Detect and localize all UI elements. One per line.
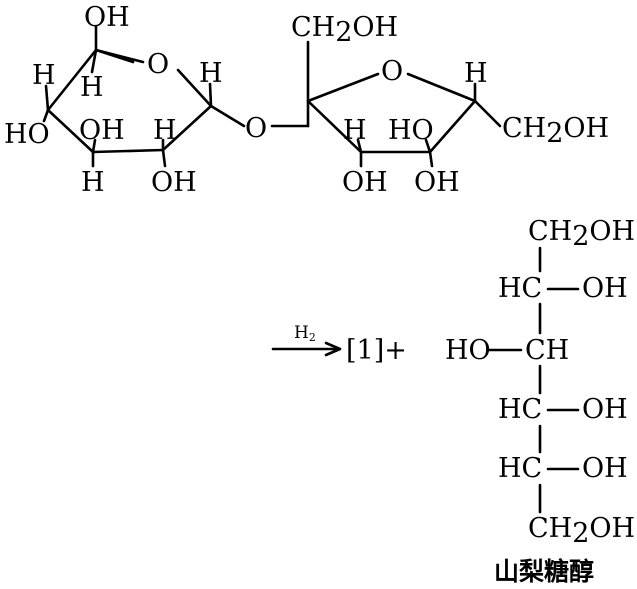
bond-c3-c2 [306,99,363,154]
bridge-o-label: O [245,113,267,144]
bond-c4-oh-up [424,138,432,154]
fructose-c4-oh-label: OH [414,167,460,198]
bond-c2-oh [42,108,50,123]
fructose-c4-ho-label: HO [388,115,434,146]
bond-c3-c2 [46,108,95,154]
glucose-c4-oh-label: OH [151,167,197,198]
bond-o-c5 [176,68,213,108]
sorbitol-c1-label: CH2OH [528,216,635,252]
glucose-ring-o-label: O [147,49,169,80]
glucose-c4-h-label: H [153,115,177,146]
bond-c2-ring-o [306,72,380,103]
bond-c5-h [208,82,213,108]
fructose-c3-oh-label: OH [342,167,388,198]
glucose-ring: OH O H H H HO OH H H OH [4,2,246,198]
sorbitol-c4-oh-label: OH [582,394,628,425]
sorbitol-c3-ch-label: CH [525,335,569,366]
glycosidic-bridge: O [245,113,310,144]
glucose-c5-h-label: H [199,58,223,89]
bond-c4-oh [161,148,167,168]
bond-c4-c3 [91,148,165,154]
sorbitol-c2-oh-label: OH [582,273,628,304]
bond-c2-h [44,84,50,112]
arrow-head [324,341,342,357]
fructose-ring: CH2OH O H CH2OH H HO OH OH [291,12,609,198]
sorbitol-c3-ho-label: HO [445,335,491,366]
bond-c5-bridge [209,104,246,128]
bond-ring-o-c5 [406,72,477,103]
sorbitol-c4-hc-label: HC [498,394,542,425]
glucose-c1-oh-label: OH [84,2,130,33]
bond-c5-c4 [161,104,213,152]
bond-c3-oh [91,138,97,154]
fructose-ch2oh-top-label: CH2OH [291,12,398,48]
sorbitol-structure: CH2OH HC OH HO CH HC OH HC OH CH2OH 山梨糖醇 [445,216,635,586]
product-bracket-label: [1]+ [346,335,407,366]
bond-c3-h [356,138,363,154]
glucose-c1-h-inner-label: H [80,72,104,103]
sorbitol-c5-oh-label: OH [582,453,628,484]
sorbitol-c5-hc-label: HC [498,453,542,484]
sorbitol-c2-hc-label: HC [498,273,542,304]
bond-c5-ch2oh [473,99,502,128]
fructose-c3-h-label: H [343,115,367,146]
reagent-label: H2 [294,323,316,344]
bond-c2-c1 [46,48,98,112]
fructose-c5-h-label: H [464,58,488,89]
reaction-arrow: H2 [1]+ [271,323,407,366]
sorbitol-c6-label: CH2OH [528,513,635,549]
fructose-ring-o-label: O [381,56,403,87]
bond-c4-oh-down [428,150,434,168]
bond-c1-h [90,48,98,74]
fructose-ch2oh-right-label: CH2OH [502,113,609,149]
glucose-c3-h-label: H [81,167,105,198]
glucose-c2-h-outer-label: H [32,60,56,91]
sorbitol-name-label: 山梨糖醇 [494,557,594,586]
bond-c1-o [94,48,145,64]
glucose-c3-oh-label: OH [79,115,125,146]
bond-c5-c4 [428,99,477,154]
glucose-c2-ho-label: HO [4,119,50,150]
